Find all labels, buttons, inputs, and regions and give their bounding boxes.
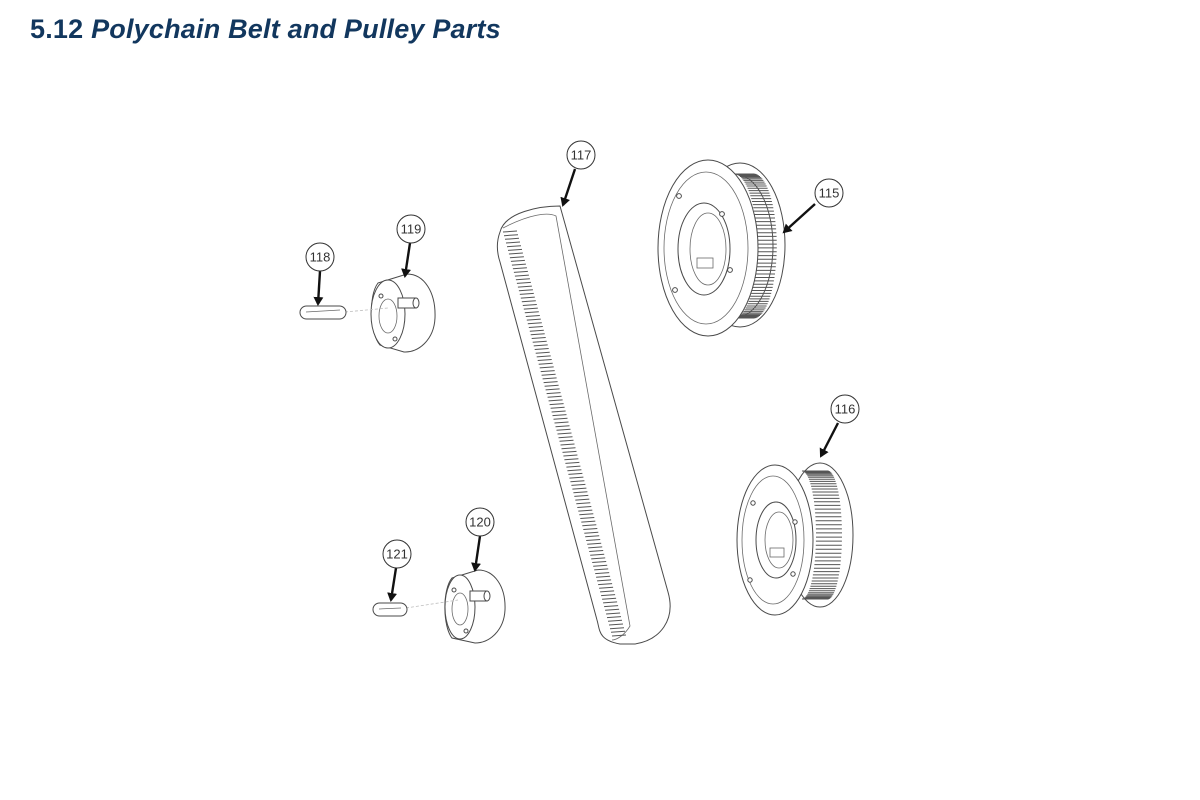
leader-119 <box>401 242 412 278</box>
pulley-115 <box>657 159 786 337</box>
key-121 <box>372 602 408 617</box>
leader-115 <box>782 203 816 234</box>
section-number: 5.12 <box>30 14 84 44</box>
bushing-119 <box>344 273 436 353</box>
leader-118 <box>313 270 324 306</box>
callout-label-121: 121 <box>386 547 408 562</box>
leader-116 <box>819 422 840 458</box>
callout-label-120: 120 <box>469 515 491 530</box>
pulley-116 <box>736 462 854 616</box>
key-118 <box>299 305 347 320</box>
leader-120 <box>471 535 482 572</box>
callout-118: 118 <box>305 242 335 272</box>
callout-label-117: 117 <box>571 148 592 163</box>
callout-119: 119 <box>396 214 426 244</box>
callout-117: 117 <box>566 140 596 170</box>
callout-label-118: 118 <box>310 250 331 265</box>
leader-121 <box>387 567 398 602</box>
leader-117 <box>560 168 577 207</box>
callout-label-116: 116 <box>835 402 856 417</box>
callout-116: 116 <box>830 394 860 424</box>
bushing-120 <box>405 569 506 644</box>
callout-label-115: 115 <box>819 186 840 201</box>
callout-121: 121 <box>382 539 412 569</box>
callout-label-119: 119 <box>401 222 422 237</box>
callout-115: 115 <box>814 178 844 208</box>
leader-arrows <box>313 168 840 602</box>
belt-117 <box>496 205 671 645</box>
section-title: Polychain Belt and Pulley Parts <box>91 14 501 44</box>
page-title: 5.12 Polychain Belt and Pulley Parts <box>30 14 501 45</box>
callout-120: 120 <box>465 507 495 537</box>
